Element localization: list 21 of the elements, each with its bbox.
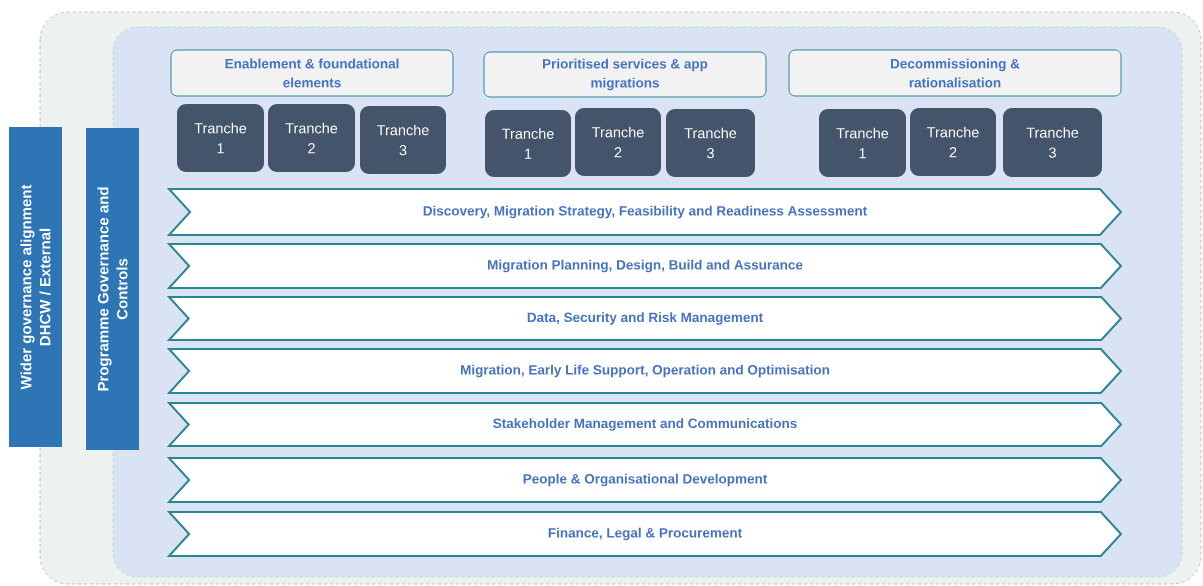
- workstream-band: Discovery, Migration Strategy, Feasibility and Readiness Assessment: [166, 188, 1123, 236]
- phase-header: Enablement & foundational elements: [170, 49, 454, 97]
- workstream-band: Finance, Legal & Procurement: [166, 511, 1123, 557]
- tranche-box: Tranche 1: [485, 110, 571, 177]
- tranche-box: Tranche 1: [177, 104, 264, 172]
- phase-header: Prioritised services & app migrations: [483, 51, 767, 98]
- tranche-box: Tranche 3: [1003, 108, 1102, 177]
- workstream-band: Data, Security and Risk Management: [166, 296, 1123, 341]
- workstream-band: Migration Planning, Design, Build and Assurance: [166, 243, 1123, 289]
- tranche-box: Tranche 2: [575, 108, 661, 176]
- tranche-box: Tranche 2: [268, 104, 355, 172]
- governance-bar: Wider governance alignment DHCW / External: [9, 127, 62, 447]
- workstream-band: Stakeholder Management and Communications: [166, 402, 1123, 447]
- phase-header: Decommissioning & rationalisation: [788, 49, 1122, 97]
- governance-bar: Programme Governance and Controls: [86, 128, 139, 450]
- tranche-box: Tranche 3: [666, 109, 755, 177]
- tranche-box: Tranche 1: [819, 109, 906, 177]
- tranche-box: Tranche 2: [910, 108, 996, 176]
- workstream-band: People & Organisational Development: [166, 457, 1123, 503]
- tranche-box: Tranche 3: [360, 106, 446, 174]
- workstream-band: Migration, Early Life Support, Operation and Optimisation: [166, 348, 1123, 394]
